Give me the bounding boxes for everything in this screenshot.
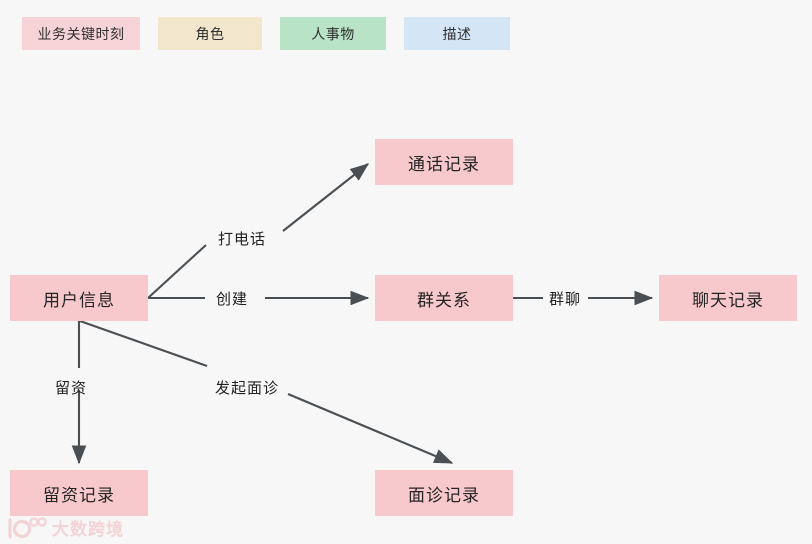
legend-item-entity: 人事物 (280, 17, 386, 50)
watermark: 大数跨境 (6, 515, 124, 540)
edge-label-chat: 群聊 (549, 290, 582, 308)
node-label: 留资记录 (43, 485, 115, 506)
node-label: 群关系 (417, 290, 471, 311)
legend-label: 人事物 (311, 26, 355, 43)
node-call-record[interactable]: 通话记录 (375, 139, 513, 185)
legend-spacer (140, 17, 158, 18)
node-chat-record[interactable]: 聊天记录 (659, 275, 797, 321)
node-label: 用户信息 (43, 290, 115, 311)
node-visit-record[interactable]: 面诊记录 (375, 470, 513, 516)
legend-item-role: 角色 (158, 17, 262, 50)
legend-label: 业务关键时刻 (37, 26, 125, 43)
legend-label: 角色 (195, 26, 225, 43)
node-label: 通话记录 (408, 154, 480, 175)
edge-label-call: 打电话 (218, 230, 267, 248)
node-user-info[interactable]: 用户信息 (10, 275, 148, 321)
edge-label-visit: 发起面诊 (215, 379, 280, 397)
legend: 业务关键时刻 角色 人事物 描述 (22, 17, 510, 50)
watermark-text: 大数跨境 (52, 520, 124, 540)
edge-path-visit (79, 320, 208, 367)
legend-item-key-moment: 业务关键时刻 (22, 17, 140, 50)
node-group-relation[interactable]: 群关系 (375, 275, 513, 321)
node-lead-record[interactable]: 留资记录 (10, 470, 148, 516)
edge-label-lead: 留资 (55, 379, 88, 397)
edge-label-create: 创建 (216, 290, 249, 308)
edge-path-call-2 (282, 163, 369, 232)
legend-item-description: 描述 (404, 17, 510, 50)
legend-spacer (262, 17, 280, 18)
node-label: 面诊记录 (408, 485, 480, 506)
legend-label: 描述 (442, 26, 472, 43)
edge-path-visit-2 (287, 393, 454, 464)
node-label: 聊天记录 (692, 290, 764, 311)
edge-path-call (147, 244, 207, 299)
legend-spacer (386, 17, 404, 18)
watermark-logo-icon (6, 516, 48, 540)
